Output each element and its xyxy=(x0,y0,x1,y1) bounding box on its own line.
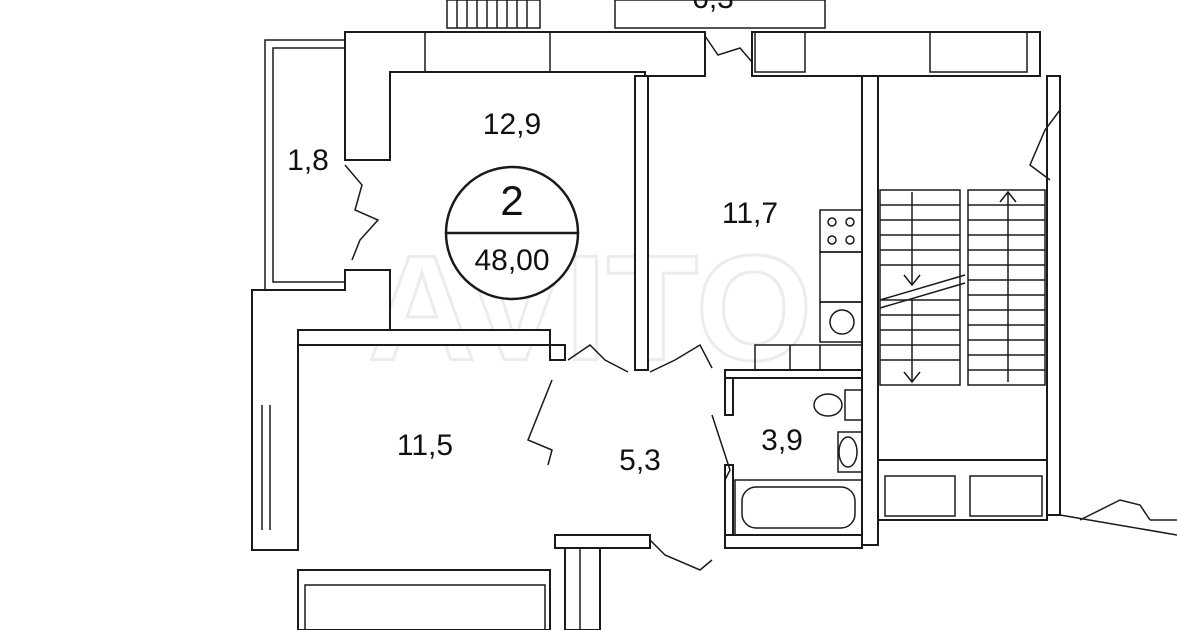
room-label-bedroom: 12,9 xyxy=(483,108,541,141)
watermark-logo: AVITO xyxy=(368,224,813,392)
sink-icon xyxy=(819,301,863,343)
apartment-badge: 2 48,00 xyxy=(444,165,580,301)
room-label-bathroom: 3,9 xyxy=(761,424,803,457)
room-label-balcony: 1,8 xyxy=(287,144,329,177)
washbasin-icon xyxy=(837,431,863,473)
badge-room-count: 2 xyxy=(500,177,523,224)
bathtub-icon xyxy=(734,479,863,536)
room-label-living: 11,5 xyxy=(397,429,453,462)
badge-total-area: 48,00 xyxy=(474,244,549,277)
outer-walls xyxy=(251,31,1177,630)
room-label-kitchen: 11,7 xyxy=(722,197,778,230)
kitchen-fixtures xyxy=(754,209,863,371)
window-sill-kitchen xyxy=(754,344,863,371)
bathroom-fixtures xyxy=(734,389,863,536)
doors xyxy=(344,35,1151,571)
stove-icon xyxy=(819,209,863,253)
toilet-icon xyxy=(813,389,863,421)
staircase-icon xyxy=(879,189,1046,386)
room-label-top-partial: 6,3 xyxy=(692,0,734,15)
top-windows xyxy=(446,0,826,29)
room-label-hall: 5,3 xyxy=(619,444,661,477)
